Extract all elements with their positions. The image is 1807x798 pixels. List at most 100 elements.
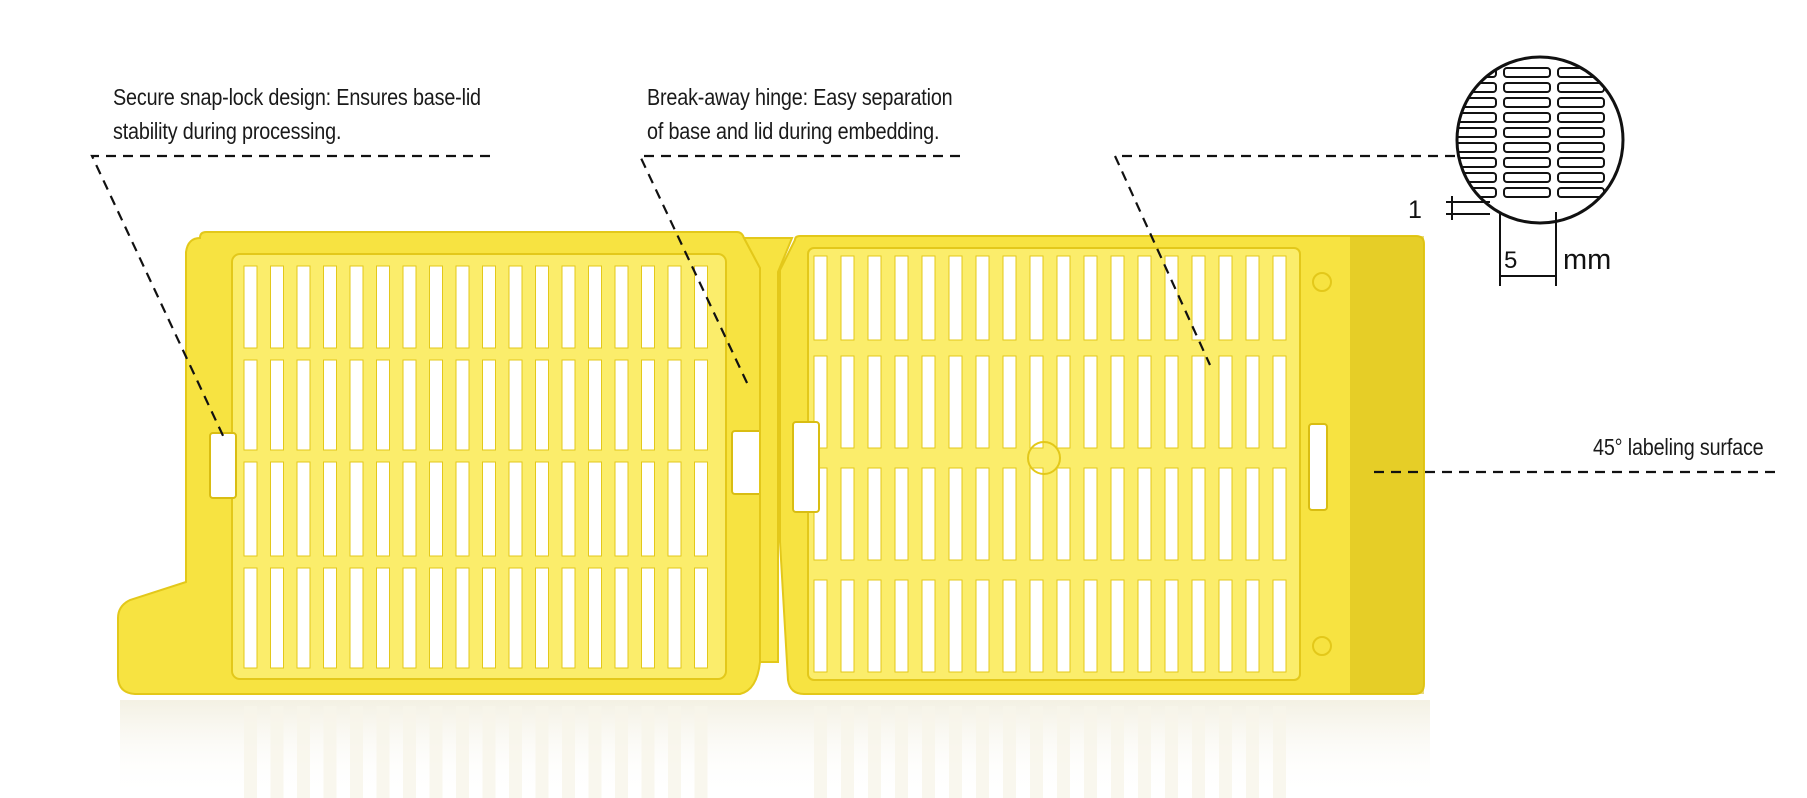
mesh-slot — [975, 355, 990, 449]
mesh-slot — [455, 265, 470, 349]
reflection-slot — [1219, 706, 1232, 798]
snap-lock-callout-line-2: stability during processing. — [113, 118, 342, 144]
snap-lock-leader — [90, 154, 490, 441]
mesh-slot — [296, 567, 311, 669]
mesh-slot — [1191, 355, 1206, 449]
mesh-detail-magnifier — [1455, 55, 1625, 225]
reflection-slot — [615, 706, 628, 798]
hinge-leader — [638, 154, 960, 386]
mesh-detail-slot — [1503, 112, 1551, 123]
reflection-slot — [1165, 706, 1178, 798]
mesh-slot — [1272, 467, 1287, 561]
mesh-slot — [694, 265, 708, 349]
cassette-lid — [117, 231, 763, 695]
mesh-detail-slot — [1503, 157, 1551, 168]
mesh-detail-slot — [1503, 187, 1551, 198]
reflection-slot — [1057, 706, 1070, 798]
mesh-slot — [1191, 579, 1206, 673]
mesh-slot — [376, 461, 390, 557]
pin-mark — [1312, 636, 1332, 656]
reflection-slot — [270, 706, 284, 798]
mesh-slot — [243, 265, 258, 349]
mesh-detail-slot — [1503, 142, 1551, 153]
mesh-detail-slot — [1557, 142, 1605, 153]
mesh-slot — [1083, 255, 1098, 341]
mesh-slot — [508, 461, 523, 557]
mesh-slot — [1110, 467, 1125, 561]
mesh-slot — [813, 579, 828, 673]
mesh-slot — [1002, 255, 1017, 341]
mesh-slot — [1245, 579, 1260, 673]
mesh-slot — [402, 265, 417, 349]
mesh-slot — [270, 461, 284, 557]
mesh-slot — [894, 467, 909, 561]
mesh-slot — [667, 359, 682, 451]
hinge-callout-line-2: of base and lid during embedding. — [647, 118, 940, 144]
mesh-slot — [894, 355, 909, 449]
reflection-slot — [841, 706, 854, 798]
mesh-slot — [1029, 467, 1044, 561]
mesh-slot — [243, 567, 258, 669]
reflection-slot — [895, 706, 908, 798]
snap-lock-notch-right — [731, 430, 763, 495]
mesh-slot — [948, 579, 963, 673]
mesh-slot — [1272, 579, 1287, 673]
mesh-slot — [1029, 579, 1044, 673]
mesh-slot — [588, 359, 602, 451]
mesh-slot — [667, 265, 682, 349]
reflection-slot — [535, 706, 549, 798]
mesh-slot — [1056, 355, 1071, 449]
mesh-slot — [1191, 255, 1206, 341]
mesh-detail-slot — [1457, 127, 1497, 138]
reflection-slot — [350, 706, 363, 798]
labeling-callout-text: 45° labeling surface — [1593, 434, 1764, 460]
mesh-slot — [349, 461, 364, 557]
mesh-slot — [376, 567, 390, 669]
mesh-detail-slot — [1503, 127, 1551, 138]
mesh-slot — [1083, 355, 1098, 449]
mesh-slot — [1272, 355, 1287, 449]
mesh-slot — [694, 359, 708, 451]
mesh-slot — [270, 265, 284, 349]
mesh-slot — [921, 355, 936, 449]
mesh-slot — [1029, 255, 1044, 341]
mesh-slot — [614, 461, 629, 557]
mesh-slot — [1218, 467, 1233, 561]
mesh-slot — [535, 359, 549, 451]
center-boss — [1027, 441, 1061, 475]
mesh-slot — [323, 567, 337, 669]
mesh-detail-slot — [1503, 82, 1551, 93]
mesh-slot — [921, 467, 936, 561]
mesh-slot — [561, 265, 576, 349]
mesh-slot — [921, 579, 936, 673]
mesh-slot — [1218, 355, 1233, 449]
mesh-slot — [667, 461, 682, 557]
reflection-slot — [949, 706, 962, 798]
reflection-slot — [641, 706, 655, 798]
reflection-slot — [694, 706, 708, 798]
mesh-slot — [296, 461, 311, 557]
mesh-detail-slot — [1457, 172, 1497, 183]
mesh-detail-slot — [1503, 67, 1551, 78]
mesh-slot — [482, 265, 496, 349]
mesh-slot — [1191, 467, 1206, 561]
snap-lock-callout: Secure snap-lock design: Ensures base-li… — [113, 80, 481, 148]
mesh-slot — [1110, 579, 1125, 673]
reflection-slot — [1138, 706, 1151, 798]
mesh-slot — [840, 579, 855, 673]
mesh-slot — [429, 265, 443, 349]
mesh-slot — [1218, 255, 1233, 341]
mesh-slot — [243, 359, 258, 451]
mesh-detail-slot — [1557, 187, 1605, 198]
base-side-slot — [1308, 423, 1328, 511]
reflection-slot — [1003, 706, 1016, 798]
mesh-slot — [1110, 355, 1125, 449]
reflection-slot — [1273, 706, 1286, 798]
mesh-slot — [323, 265, 337, 349]
mesh-slot — [535, 265, 549, 349]
mesh-slot — [975, 255, 990, 341]
mesh-slot — [535, 461, 549, 557]
mesh-slot — [1083, 579, 1098, 673]
mesh-slot — [1164, 579, 1179, 673]
